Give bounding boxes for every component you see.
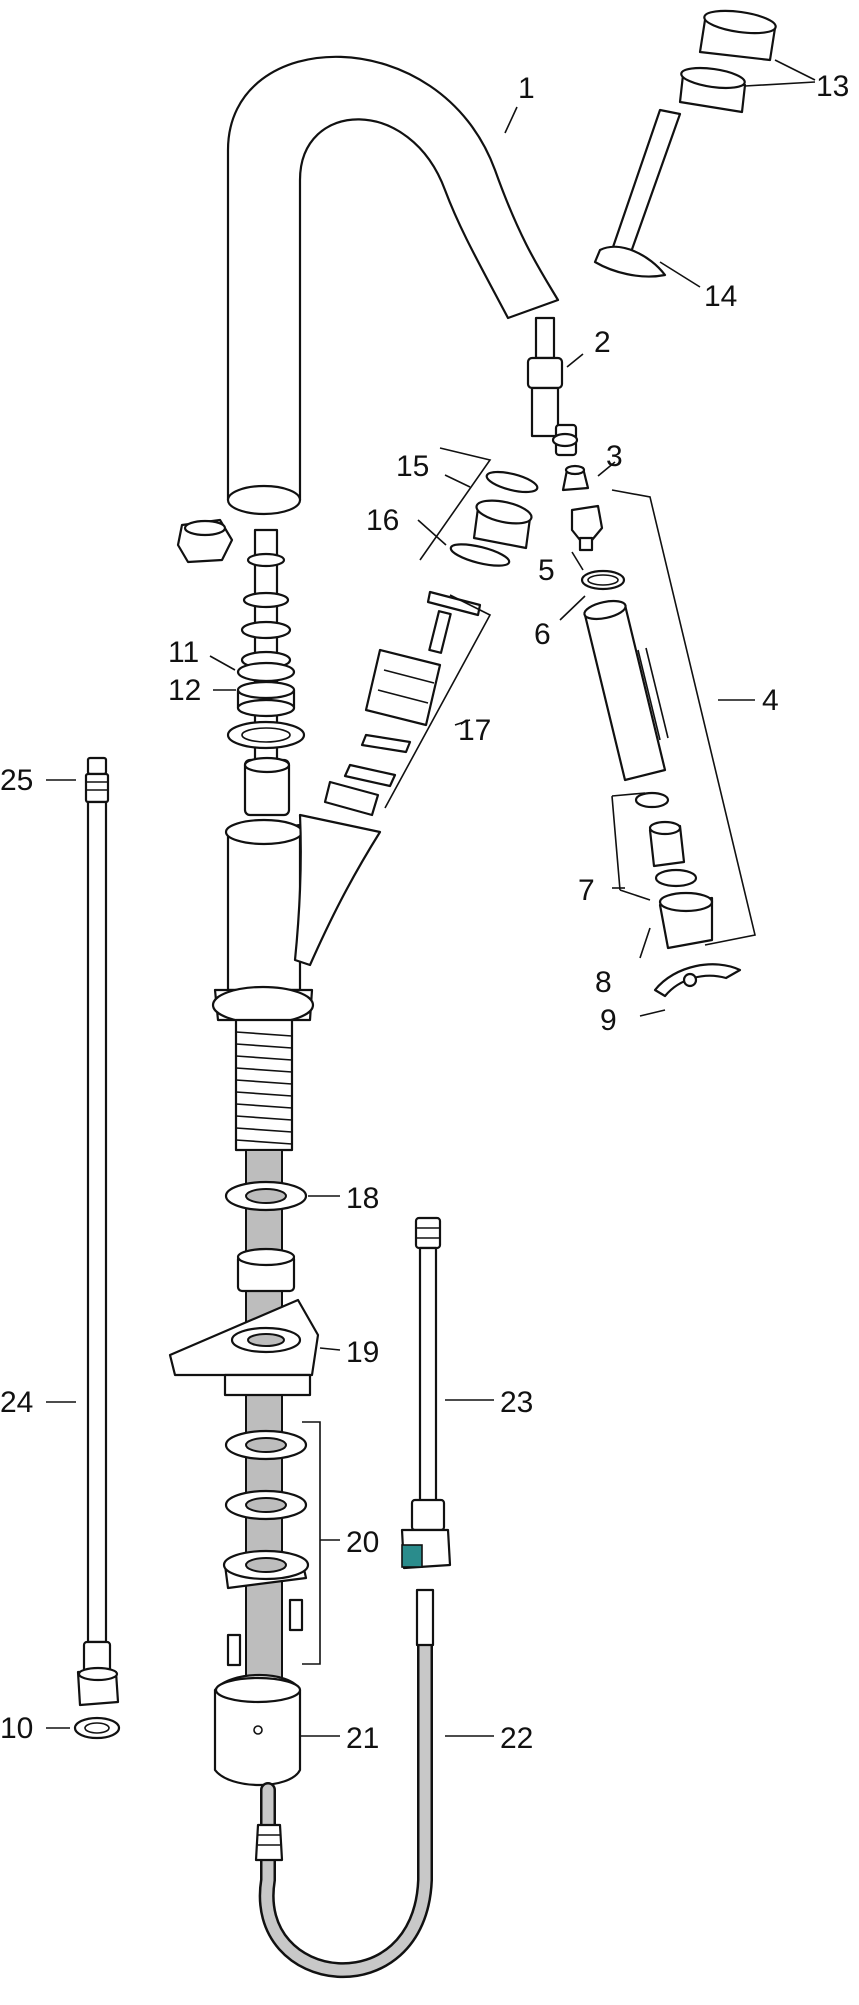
part-20-washer-set	[222, 1429, 310, 1667]
part-stem-fitting	[243, 756, 291, 817]
part-19-mounting-plate	[168, 1298, 320, 1397]
callout-22: 22	[500, 1722, 533, 1755]
part-16-seal	[449, 543, 511, 567]
callout-13: 13	[816, 70, 849, 103]
callout-20: 20	[346, 1526, 379, 1559]
part-25-connector-tip	[84, 756, 110, 804]
callout-9: 9	[600, 1004, 617, 1037]
part-3-insert	[561, 464, 590, 492]
part-15-cartridge-cap	[472, 470, 539, 550]
part-18-washer	[224, 1180, 308, 1212]
part-5-check-valve	[570, 504, 604, 552]
callout-16: 16	[366, 504, 399, 537]
callout-1: 1	[518, 72, 535, 105]
callout-8: 8	[595, 966, 612, 999]
faucet-body	[211, 813, 382, 1025]
part-nut-top	[176, 518, 234, 564]
part-4-spray-head	[583, 599, 669, 782]
part-1-spout	[226, 55, 560, 516]
callout-7: 7	[578, 874, 595, 907]
callout-21: 21	[346, 1722, 379, 1755]
callout-3: 3	[606, 440, 623, 473]
callout-19: 19	[346, 1336, 379, 1369]
callout-5: 5	[538, 554, 555, 587]
part-17-cartridge	[323, 590, 482, 817]
part-7-spray-insert	[634, 791, 698, 888]
part-6-o-ring	[580, 569, 626, 591]
callout-15: 15	[396, 450, 429, 483]
central-stem-upper	[240, 528, 292, 782]
leader-lines	[46, 59, 816, 1737]
part-14-key-tool	[593, 108, 682, 278]
callout-25: 25	[0, 764, 33, 797]
callout-labels: 1 2 3 4 5 6 7 8 9 10 11 12 13 14 15 16 1…	[0, 70, 849, 1755]
callout-23: 23	[500, 1386, 533, 1419]
part-8-spray-face	[658, 891, 714, 950]
callout-2: 2	[594, 326, 611, 359]
callout-18: 18	[346, 1182, 379, 1215]
callout-10: 10	[0, 1712, 33, 1745]
callout-17: 17	[458, 714, 491, 747]
part-21-hose-weight	[213, 1674, 302, 1786]
part-2-connector	[526, 316, 579, 457]
callout-14: 14	[704, 280, 737, 313]
callout-12: 12	[168, 674, 201, 707]
part-12-ring	[236, 680, 296, 718]
part-nut-lower	[236, 1247, 296, 1293]
callout-6: 6	[534, 618, 551, 651]
part-11-ring	[236, 661, 296, 683]
part-9-clip	[653, 963, 742, 998]
threaded-shank	[234, 1018, 294, 1152]
callout-24: 24	[0, 1386, 33, 1419]
part-24-supply-hose	[76, 800, 120, 1707]
callout-4: 4	[762, 684, 779, 717]
part-13-aerator-rings	[678, 9, 777, 114]
part-10-washer	[73, 1716, 121, 1740]
part-washer-mid	[226, 720, 306, 750]
central-stem-lower	[245, 1149, 283, 1711]
callout-11: 11	[168, 636, 199, 669]
part-23-supply-hose	[400, 1216, 452, 1570]
part-22-pullout-hose	[254, 1588, 435, 1979]
